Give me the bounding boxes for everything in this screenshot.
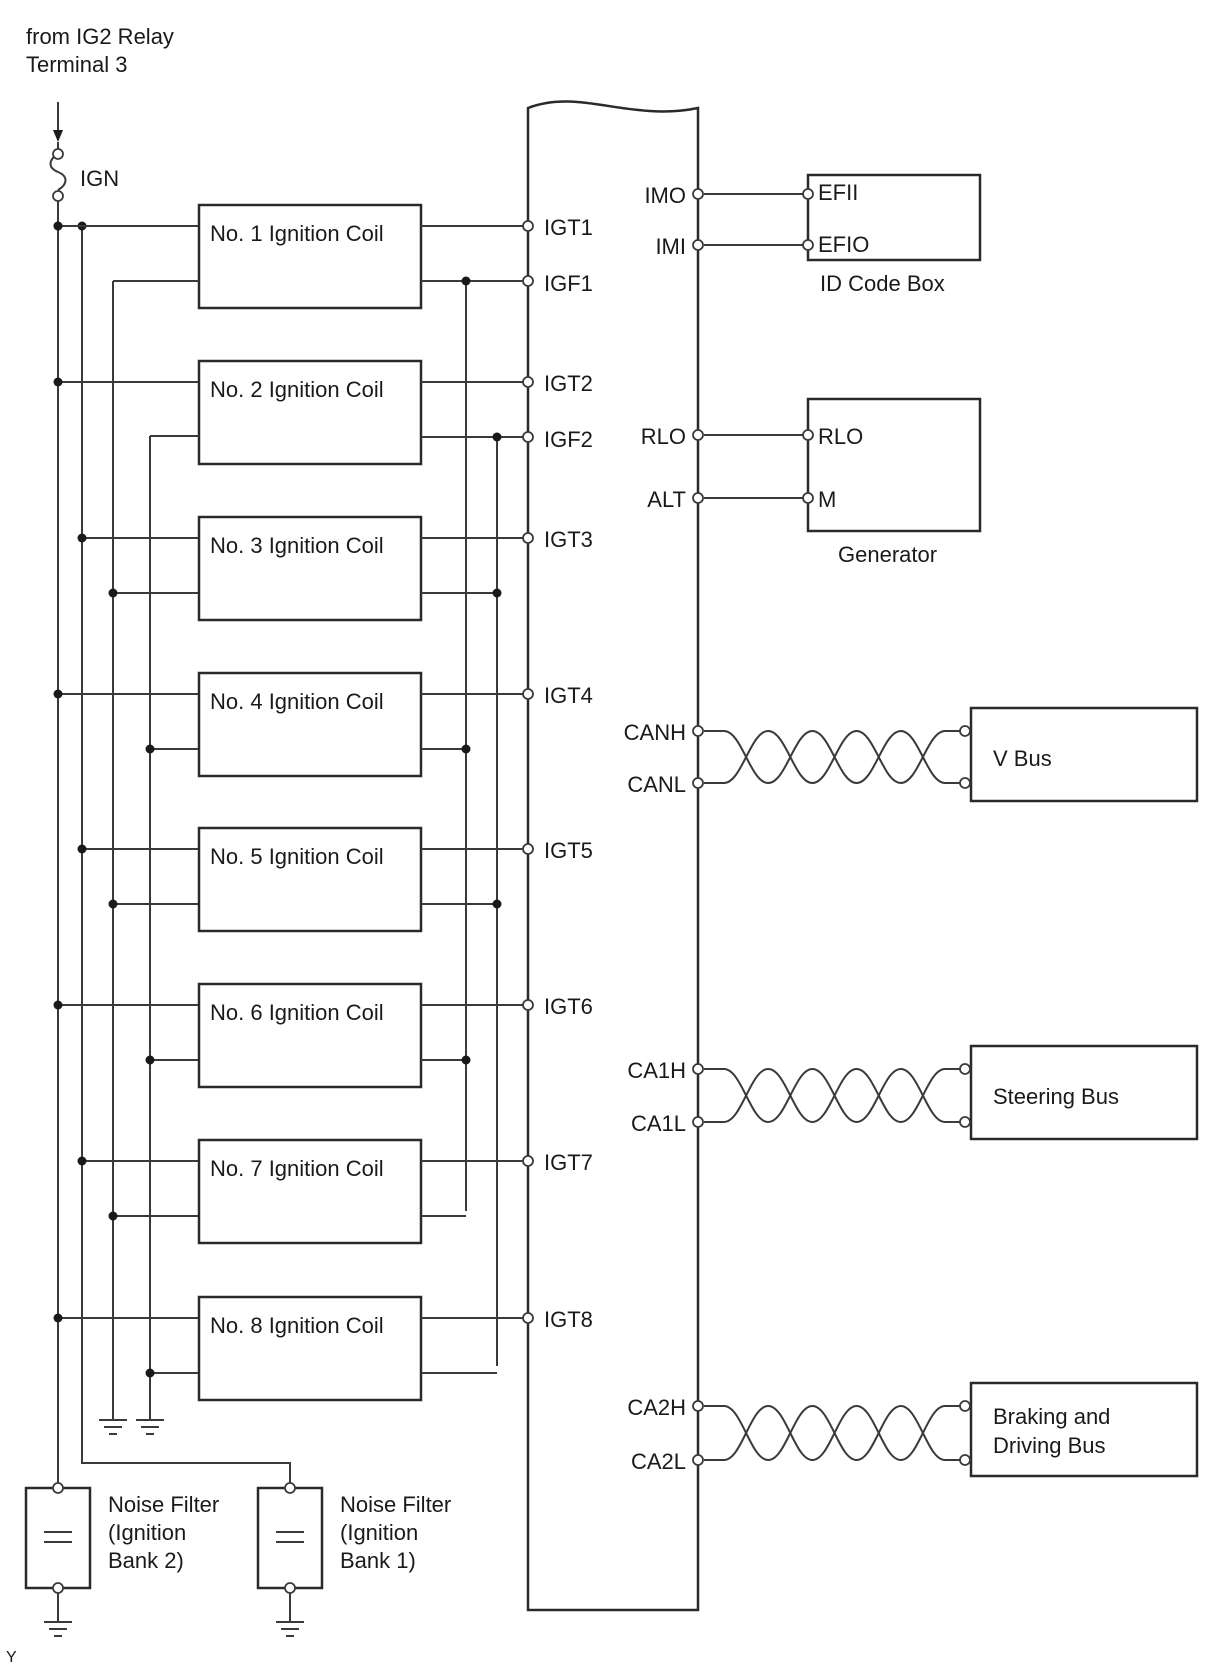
- ignition-coil-8: No. 8 Ignition Coil IGT8: [53, 1295, 593, 1402]
- generator-pin-m: M: [818, 487, 836, 512]
- generator-box: [692, 397, 982, 533]
- ecu-pin-canh: CANH: [624, 720, 686, 745]
- ecu-pin-ca2l: CA2L: [631, 1449, 686, 1474]
- fuse-label: IGN: [80, 166, 119, 191]
- noise-filter-bank2-line3: Bank 2): [108, 1548, 184, 1573]
- noise-filter-bank1-line1: Noise Filter: [340, 1492, 451, 1517]
- ecu-pin-imo: IMO: [644, 183, 686, 208]
- noise-filter-bank2-line1: Noise Filter: [108, 1492, 219, 1517]
- ecu-pin-imi: IMI: [655, 234, 686, 259]
- ecu-pin-alt: ALT: [647, 487, 686, 512]
- ecu-pin-igt4: IGT4: [544, 683, 593, 708]
- ecu-pin-ca1l: CA1L: [631, 1111, 686, 1136]
- braking-bus-title-line2: Driving Bus: [993, 1433, 1105, 1458]
- source-label-line1: from IG2 Relay: [26, 24, 174, 49]
- corner-mark: Y: [6, 1649, 17, 1666]
- braking-bus-title-line1: Braking and: [993, 1404, 1110, 1429]
- ignition-coil-4-label: No. 4 Ignition Coil: [210, 689, 384, 714]
- ecu-pin-igt1: IGT1: [544, 215, 593, 240]
- v-bus-pair: [692, 706, 1199, 803]
- ecu-pin-igt8: IGT8: [544, 1307, 593, 1332]
- id-code-box-title: ID Code Box: [820, 271, 945, 296]
- ignition-coil-3-label: No. 3 Ignition Coil: [210, 533, 384, 558]
- ignition-coil-7-label: No. 7 Ignition Coil: [210, 1156, 384, 1181]
- noise-filter-bank2: [24, 1482, 92, 1637]
- ignition-coil-4: No. 4 Ignition Coil IGT4: [53, 671, 593, 778]
- v-bus-title: V Bus: [993, 746, 1052, 771]
- source-label-line2: Terminal 3: [26, 52, 127, 77]
- generator-title: Generator: [838, 542, 937, 567]
- ignition-coil-6: No. 6 Ignition Coil IGT6: [53, 982, 593, 1089]
- ecu-pin-igt5: IGT5: [544, 838, 593, 863]
- ecu-pin-igt7: IGT7: [544, 1150, 593, 1175]
- steering-bus-pair: [692, 1044, 1199, 1141]
- noise-filter-bank1: [81, 1455, 324, 1637]
- id-code-box-pin-efio: EFIO: [818, 232, 869, 257]
- ecu-pin-igt3: IGT3: [544, 527, 593, 552]
- ecu-pin-canl: CANL: [627, 772, 686, 797]
- ignition-coil-6-label: No. 6 Ignition Coil: [210, 1000, 384, 1025]
- ecu-pin-igf1: IGF1: [544, 271, 593, 296]
- ignition-coil-8-label: No. 8 Ignition Coil: [210, 1313, 384, 1338]
- ecu-pin-igf2: IGF2: [544, 427, 593, 452]
- ignition-coil-2-label: No. 2 Ignition Coil: [210, 377, 384, 402]
- generator-pin-rlo: RLO: [818, 424, 863, 449]
- noise-filter-bank2-line2: (Ignition: [108, 1520, 186, 1545]
- id-code-box-pin-efii: EFII: [818, 180, 858, 205]
- ignition-coil-3: No. 3 Ignition Coil IGT3: [77, 515, 593, 622]
- steering-bus-title: Steering Bus: [993, 1084, 1119, 1109]
- ignition-coil-7: No. 7 Ignition Coil IGT7: [77, 1138, 593, 1245]
- noise-filter-bank1-line2: (Ignition: [340, 1520, 418, 1545]
- can-buses: [692, 706, 1199, 1478]
- ecu-pin-ca1h: CA1H: [627, 1058, 686, 1083]
- main-feed-wire: [49, 102, 67, 202]
- braking-driving-bus-pair: [692, 1381, 1199, 1478]
- ecu-pin-ca2h: CA2H: [627, 1395, 686, 1420]
- ecm-body: [526, 100, 700, 1612]
- ecu-pin-igt2: IGT2: [544, 371, 593, 396]
- ecu-pin-igt6: IGT6: [544, 994, 593, 1019]
- ignition-coil-1-label: No. 1 Ignition Coil: [210, 221, 384, 246]
- id-code-box: [692, 173, 982, 262]
- ignition-coil-5: No. 5 Ignition Coil IGT5: [77, 826, 593, 933]
- ignition-coil-5-label: No. 5 Ignition Coil: [210, 844, 384, 869]
- ecu-pin-rlo: RLO: [641, 424, 686, 449]
- noise-filter-bank1-line3: Bank 1): [340, 1548, 416, 1573]
- coil-ground-symbol: [99, 1419, 164, 1435]
